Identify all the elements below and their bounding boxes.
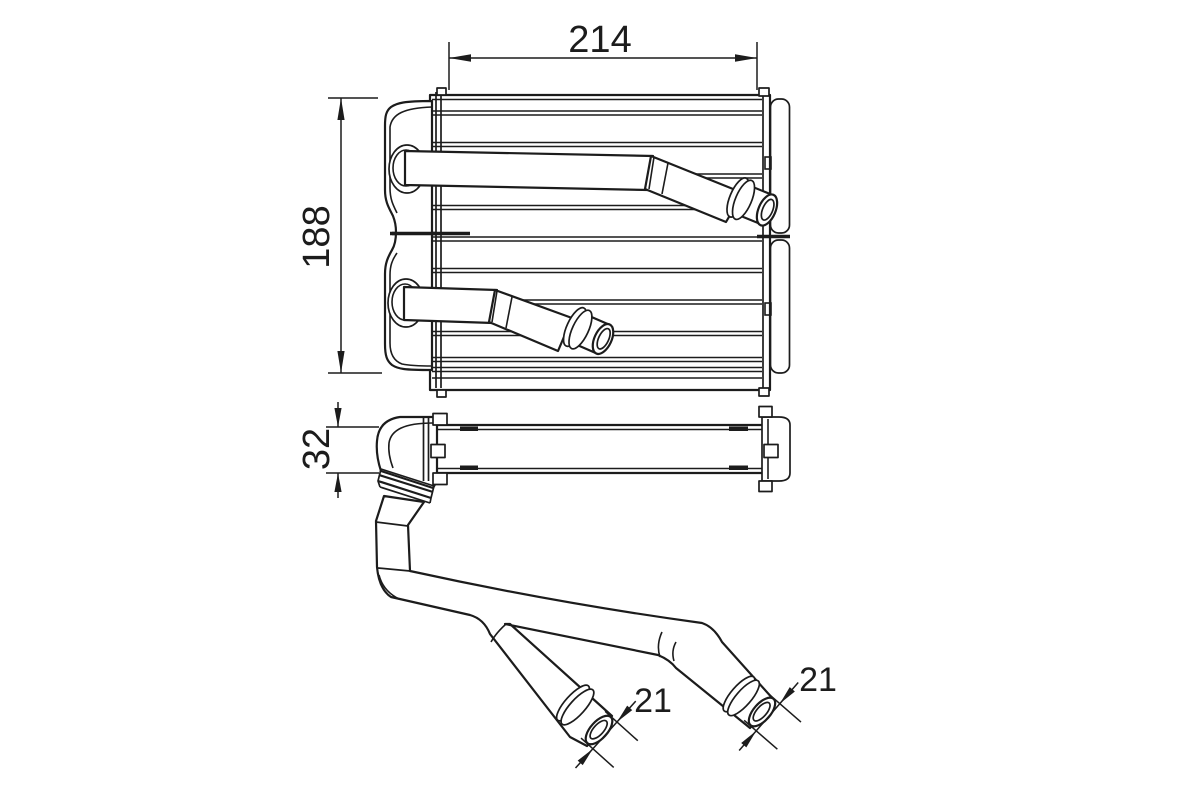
top-outlet-pipe xyxy=(403,149,779,227)
side-elbow xyxy=(375,415,439,490)
side-slab xyxy=(428,423,772,475)
left-tank xyxy=(383,99,436,372)
side-flange xyxy=(377,468,435,504)
dim-right-pipe-label: 21 xyxy=(799,661,837,699)
dimension-left-pipe: 21 xyxy=(574,682,672,769)
dimension-depth: 32 xyxy=(296,402,379,498)
top-pipe-collar xyxy=(726,177,756,221)
front-view xyxy=(383,87,791,398)
slab-clips xyxy=(460,426,748,470)
top-pipe-opening xyxy=(755,193,779,227)
bottom-pipe-collar xyxy=(562,306,593,350)
right-pipe-collar xyxy=(722,675,761,717)
right-side-plate xyxy=(757,87,791,397)
dim-core-width-label: 214 xyxy=(568,19,631,61)
pipe-assembly xyxy=(374,494,777,748)
dimension-height: 188 xyxy=(296,97,382,374)
dim-core-height-label: 188 xyxy=(296,205,338,268)
left-pipe-collar xyxy=(555,684,595,726)
left-header-plate xyxy=(435,87,447,398)
side-view xyxy=(374,405,791,748)
dim-left-pipe-label: 21 xyxy=(634,682,672,720)
bottom-outlet-pipe xyxy=(402,285,615,356)
dimension-width: 214 xyxy=(448,19,758,90)
side-right-cap xyxy=(758,405,791,493)
bottom-pipe-opening xyxy=(591,322,615,356)
side-left-header xyxy=(422,412,448,486)
dim-core-depth-label: 32 xyxy=(296,428,338,470)
dimension-right-pipe: 21 xyxy=(738,661,837,751)
